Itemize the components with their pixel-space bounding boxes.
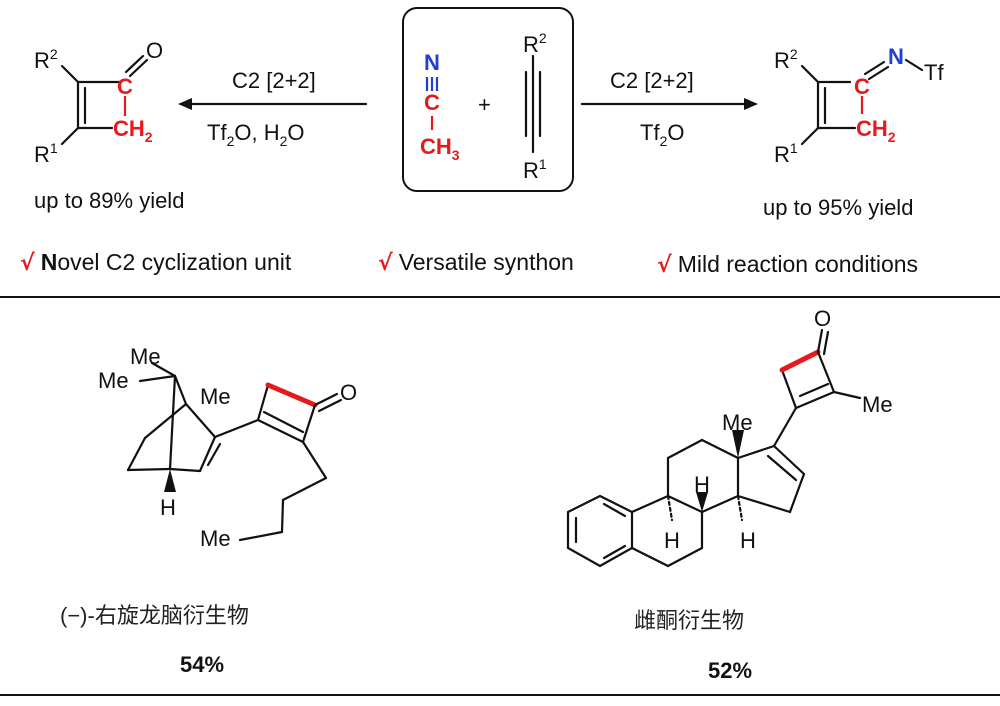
left-yield: up to 89% yield xyxy=(34,188,184,213)
left-r1: R1 xyxy=(34,140,58,167)
left-oxygen: O xyxy=(146,38,163,63)
compound-1-structure: Me Me Me H O Me (−)-右旋龙脑衍生物 54% xyxy=(60,344,357,677)
right-r2: R2 xyxy=(774,46,798,73)
c1-me-left: Me xyxy=(98,368,129,393)
nitrile-n: N xyxy=(424,50,440,75)
alkyne-r2: R2 xyxy=(523,30,547,57)
c2-o: O xyxy=(814,306,831,331)
right-yield: up to 95% yield xyxy=(763,195,913,220)
left-arrow: C2 [2+2] Tf2O, H2O xyxy=(178,68,368,149)
c2-h-right: H xyxy=(740,528,756,553)
highlight-3: √Mild reaction conditions xyxy=(657,251,918,278)
right-tf: Tf xyxy=(924,60,944,85)
right-carbon: C xyxy=(854,74,870,99)
c1-name: (−)-右旋龙脑衍生物 xyxy=(60,603,249,628)
left-arrow-top: C2 [2+2] xyxy=(232,68,316,93)
reactants-box: N C CH3 + R2 R1 xyxy=(402,7,574,192)
c2-name: 雌酮衍生物 xyxy=(634,608,744,633)
c1-me-chain: Me xyxy=(200,526,231,551)
c2-h-left: H xyxy=(664,528,680,553)
c2-h-top: H xyxy=(694,472,710,497)
right-r1: R1 xyxy=(774,140,798,167)
highlight-1: √Novel C2 cyclization unit xyxy=(20,249,292,276)
plus-sign: + xyxy=(478,92,491,117)
left-r2: R2 xyxy=(34,46,58,73)
left-ch2: CH2 xyxy=(113,116,153,145)
highlight-2: √Versatile synthon xyxy=(378,249,574,276)
c1-yield: 54% xyxy=(180,652,224,677)
left-arrow-bottom: Tf2O, H2O xyxy=(207,120,305,149)
compound-2-structure: O Me Me H H H 雌酮衍生物 52% xyxy=(566,306,893,683)
right-ch2: CH2 xyxy=(856,116,896,145)
alkyne-r1: R1 xyxy=(523,156,547,183)
c1-o: O xyxy=(340,380,357,405)
c2-yield: 52% xyxy=(708,658,752,683)
right-imine-n: N xyxy=(888,44,904,69)
c1-me-right: Me xyxy=(200,384,231,409)
right-arrow-top: C2 [2+2] xyxy=(610,68,694,93)
left-product: R2 R1 O C CH2 up to 89% yield xyxy=(34,38,184,213)
nitrile-c: C xyxy=(424,90,440,115)
c2-me-angular: Me xyxy=(722,410,753,435)
right-product: R2 R1 N Tf C CH2 up to 95% yield xyxy=(763,44,944,220)
c1-me-top: Me xyxy=(130,344,161,369)
left-carbon: C xyxy=(117,74,133,99)
right-arrow-bottom: Tf2O xyxy=(640,120,684,149)
c1-h: H xyxy=(160,495,176,520)
right-arrow: C2 [2+2] Tf2O xyxy=(580,68,758,149)
highlights: √Novel C2 cyclization unit √Versatile sy… xyxy=(20,249,918,278)
c2-me-right: Me xyxy=(862,392,893,417)
nitrile-ch3: CH3 xyxy=(420,134,460,163)
